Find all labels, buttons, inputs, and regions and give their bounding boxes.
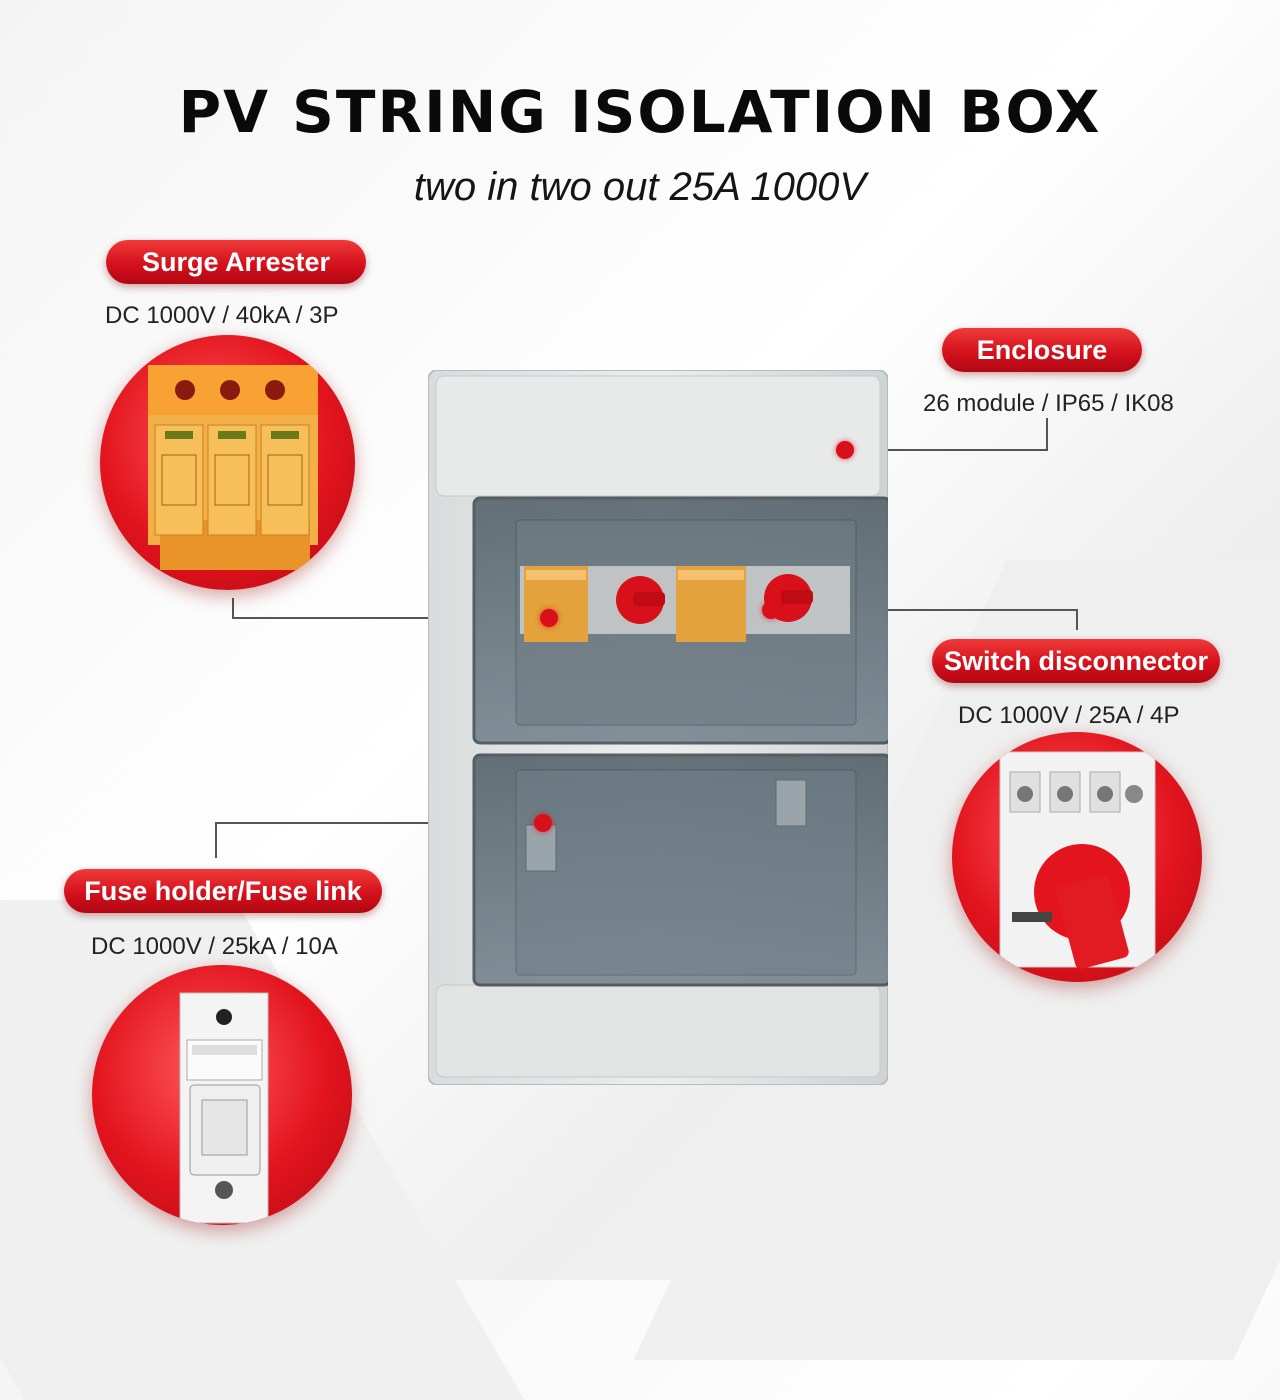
- enclosure-connector-line: [845, 418, 1048, 451]
- fuse-marker-dot: [534, 814, 552, 832]
- switch-disconnector-spec: DC 1000V / 25A / 4P: [958, 702, 1180, 729]
- fuse-holder-icon: [179, 992, 269, 1224]
- fuse-holder-spec: DC 1000V / 25kA / 10A: [91, 933, 338, 960]
- surge-marker-dot: [540, 609, 558, 627]
- page-subtitle: two in two out 25A 1000V: [413, 165, 867, 209]
- surge-arrester-icon: [148, 365, 318, 570]
- fuse-holder-image: [92, 965, 352, 1225]
- switch-disconnector-label: Switch disconnector: [932, 639, 1220, 683]
- enclosure-icon: [427, 369, 892, 1086]
- switch-disconnector-image: [952, 732, 1202, 982]
- switch-marker-dot: [762, 601, 780, 619]
- enclosure-spec: 26 module / IP65 / IK08: [923, 390, 1174, 417]
- enclosure-box: [427, 369, 892, 1086]
- surge-arrester-image: [100, 335, 355, 590]
- surge-arrester-spec: DC 1000V / 40kA / 3P: [105, 302, 339, 329]
- enclosure-label: Enclosure: [942, 328, 1142, 372]
- surge-arrester-label: Surge Arrester: [106, 240, 366, 284]
- enclosure-marker-dot: [836, 441, 854, 459]
- page-title: PV STRING ISOLATION BOX: [178, 78, 1102, 146]
- fuse-holder-label: Fuse holder/Fuse link: [64, 869, 382, 913]
- rotary-switch-icon: [999, 751, 1156, 969]
